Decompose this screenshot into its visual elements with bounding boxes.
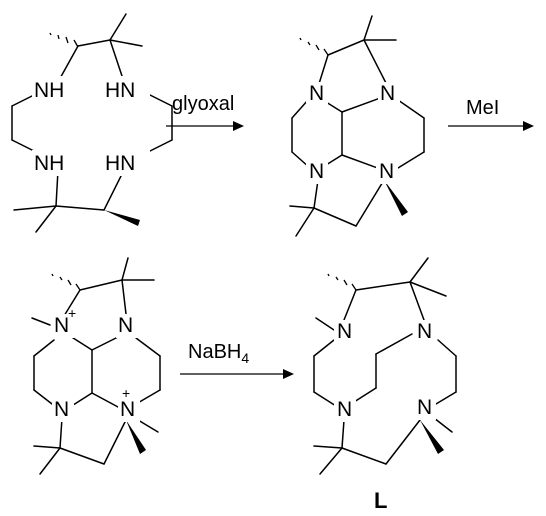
atom-label-n-top-right: N bbox=[118, 314, 133, 337]
atom-label-n-bottom-right: N bbox=[379, 160, 394, 183]
hashed-methyl-bond bbox=[327, 273, 357, 291]
atom-label-n-bottom-left: N bbox=[54, 398, 69, 421]
bis-quaternary-aminal: N + N N N + bbox=[31, 257, 161, 475]
atom-label-n-top-right: N bbox=[417, 320, 432, 343]
atom-label-n-top-left: N bbox=[309, 82, 324, 105]
wedged-methyl-bond bbox=[420, 420, 444, 454]
atom-label-n-plus-top-left: N bbox=[54, 314, 69, 337]
tetracyclic-aminal: N N N N bbox=[289, 15, 425, 237]
reaction-arrow-3: NaBH4 bbox=[180, 341, 294, 379]
bond-lines bbox=[11, 13, 173, 233]
bond-lines bbox=[313, 257, 457, 475]
atom-label-n-bottom-left: N bbox=[337, 398, 352, 421]
atom-label-n-bottom-right: N bbox=[417, 396, 432, 419]
atom-label-hn-bottom-right: HN bbox=[105, 152, 135, 175]
hashed-methyl-bond bbox=[299, 37, 329, 56]
bond-lines bbox=[289, 15, 425, 237]
reaction-arrow-1: glyoxal bbox=[166, 93, 244, 131]
wedged-methyl-bond bbox=[384, 180, 408, 216]
reagent-sodium-borohydride: NaBH4 bbox=[188, 341, 249, 366]
atom-label-nh-top-left: NH bbox=[34, 79, 64, 102]
reaction-arrow-2: MeI bbox=[448, 97, 534, 131]
product-macrocycle-l: N N N N bbox=[313, 257, 457, 475]
atom-label-nh-bottom-left: NH bbox=[34, 152, 64, 175]
atom-label-n-top-left: N bbox=[337, 320, 352, 343]
atom-label-n-top-right: N bbox=[380, 82, 395, 105]
positive-charge: + bbox=[122, 385, 130, 401]
reagent-methyl-iodide: MeI bbox=[466, 97, 499, 119]
atom-label-n-plus-bottom-right: N bbox=[120, 398, 135, 421]
hashed-methyl-bond bbox=[51, 273, 81, 291]
hashed-methyl-bond bbox=[49, 32, 79, 48]
atom-label-hn-top-right: HN bbox=[105, 79, 135, 102]
positive-charge: + bbox=[68, 305, 76, 321]
reagent-glyoxal: glyoxal bbox=[172, 93, 234, 115]
atom-label-n-bottom-left: N bbox=[309, 160, 324, 183]
wedged-methyl-bond bbox=[126, 420, 146, 454]
wedged-methyl-bond bbox=[104, 210, 140, 226]
compound-label-l: L bbox=[374, 488, 387, 513]
macrocycle-tetraamine: NH HN NH HN bbox=[11, 13, 173, 233]
bond-lines bbox=[31, 257, 161, 475]
